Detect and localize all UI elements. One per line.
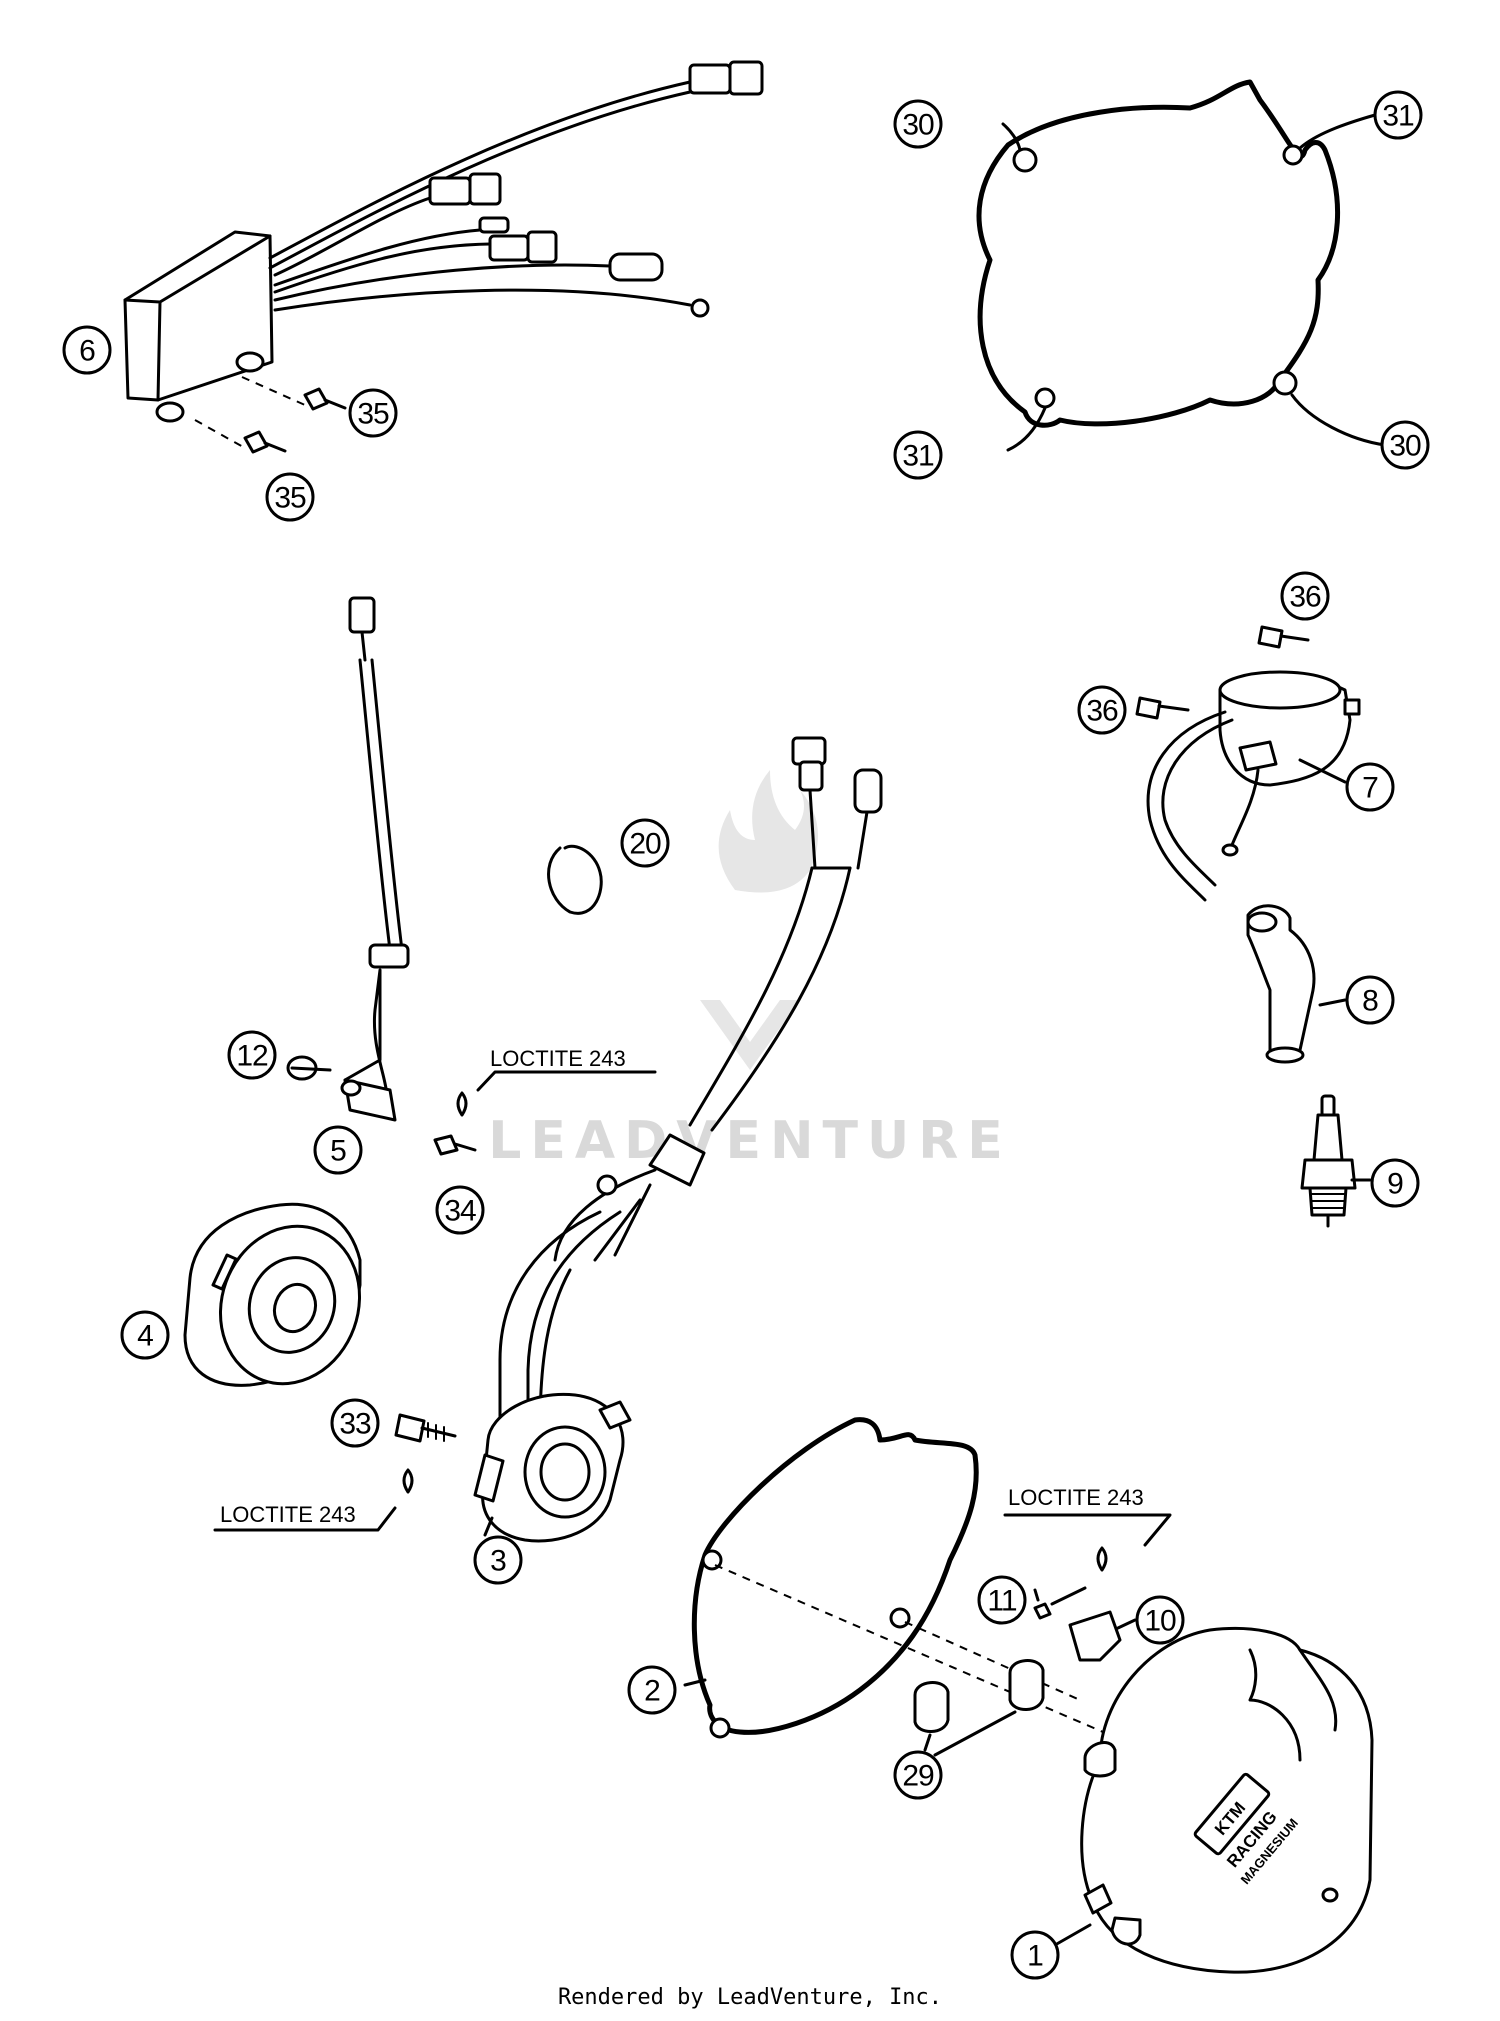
- callout-11: 11: [977, 1575, 1027, 1625]
- stator: [473, 736, 883, 1543]
- svg-text:31: 31: [902, 440, 934, 473]
- callouts: 30 31 31 30 6 35 35 36 36 7 20 8 12 5 9 …: [62, 90, 1430, 1980]
- footer-credit: Rendered by LeadVenture, Inc.: [557, 1985, 943, 2010]
- callout-31-bottom: 31: [893, 430, 943, 480]
- svg-text:33: 33: [339, 1408, 371, 1441]
- callout-20: 20: [620, 818, 670, 868]
- svg-text:3: 3: [490, 1545, 506, 1578]
- svg-text:1: 1: [1027, 1940, 1043, 1973]
- svg-text:35: 35: [274, 482, 306, 515]
- svg-text:20: 20: [629, 828, 661, 861]
- callout-6: 6: [62, 325, 112, 375]
- ignition-cover-gasket-lower: [691, 1417, 1111, 1739]
- svg-text:31: 31: [1382, 100, 1414, 133]
- svg-text:12: 12: [236, 1040, 268, 1073]
- cover-screw: [1003, 1513, 1172, 1620]
- svg-text:30: 30: [1389, 430, 1421, 463]
- svg-text:36: 36: [1289, 581, 1321, 614]
- callout-29: 29: [893, 1750, 943, 1800]
- callout-3: 3: [473, 1535, 523, 1585]
- retaining-ring: [547, 844, 603, 915]
- cdi-screws: [194, 376, 347, 454]
- svg-text:9: 9: [1387, 1168, 1403, 1201]
- stator-screw: [213, 1413, 457, 1532]
- svg-text:35: 35: [357, 398, 389, 431]
- watermark-text: LEADVENTURE: [488, 1111, 1012, 1171]
- callout-31-top: 31: [1373, 90, 1423, 140]
- callout-30-top: 30: [893, 99, 943, 149]
- callout-36-a: 36: [1280, 571, 1330, 621]
- svg-text:8: 8: [1362, 985, 1378, 1018]
- callout-5: 5: [313, 1125, 363, 1175]
- callout-34: 34: [435, 1185, 485, 1235]
- callout-10: 10: [1135, 1595, 1185, 1645]
- dowel-pins: [913, 1659, 1045, 1757]
- callout-12: 12: [227, 1030, 277, 1080]
- callout-1: 1: [1010, 1930, 1060, 1980]
- callout-30-bottom: 30: [1380, 420, 1430, 470]
- cover-clip: [1068, 1610, 1122, 1662]
- svg-text:11: 11: [987, 1585, 1016, 1618]
- spark-plug: [1300, 1094, 1357, 1228]
- callout-35-a: 35: [348, 388, 398, 438]
- svg-text:34: 34: [444, 1195, 476, 1228]
- loctite-notes: LOCTITE 243 LOCTITE 243 LOCTITE 243: [220, 1046, 1144, 1527]
- callout-33: 33: [330, 1398, 380, 1448]
- spark-plug-connector: [1246, 904, 1316, 1064]
- loctite-note-pulse: LOCTITE 243: [490, 1046, 626, 1071]
- loctite-note-cover: LOCTITE 243: [1008, 1485, 1144, 1510]
- watermark-chevron-icon: [700, 1000, 800, 1070]
- svg-text:4: 4: [137, 1320, 153, 1353]
- svg-text:10: 10: [1144, 1605, 1176, 1638]
- callout-35-b: 35: [265, 472, 315, 522]
- ignition-cover: KTM RACING MAGNESIUM: [1080, 1626, 1374, 1974]
- svg-text:5: 5: [330, 1135, 346, 1168]
- svg-text:7: 7: [1362, 772, 1378, 805]
- pulse-generator-screw: [433, 1070, 657, 1156]
- callout-4: 4: [120, 1310, 170, 1360]
- callout-36-b: 36: [1077, 685, 1127, 735]
- watermark-flame-icon: [718, 770, 818, 893]
- callout-9: 9: [1370, 1158, 1420, 1208]
- svg-text:36: 36: [1086, 695, 1118, 728]
- callout-2: 2: [627, 1665, 677, 1715]
- pulse-generator: [340, 596, 410, 1122]
- cdi-unit: [123, 60, 764, 423]
- ignition-coil-screws: [1135, 625, 1310, 720]
- svg-text:2: 2: [644, 1675, 660, 1708]
- callout-7: 7: [1345, 762, 1395, 812]
- flywheel-rotor: [183, 1202, 362, 1387]
- svg-text:29: 29: [902, 1760, 934, 1793]
- svg-text:6: 6: [79, 335, 95, 368]
- ignition-coil: [1146, 670, 1361, 902]
- callout-8: 8: [1345, 975, 1395, 1025]
- ignition-cover-gasket: [976, 79, 1387, 452]
- watermark: LEADVENTURE: [488, 770, 1012, 1171]
- svg-text:30: 30: [902, 109, 934, 142]
- loctite-note-stator: LOCTITE 243: [220, 1502, 356, 1527]
